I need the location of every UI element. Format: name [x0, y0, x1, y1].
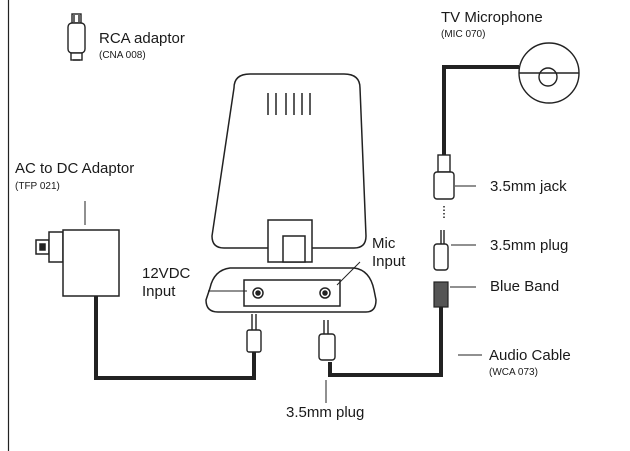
jack-35mm-icon	[433, 154, 455, 200]
blue-band-label: Blue Band	[490, 278, 560, 295]
receiver-unit	[205, 73, 377, 313]
mic-input-label-line2: Input	[372, 253, 406, 270]
tv-microphone-label: TV Microphone	[441, 9, 543, 26]
dc-plug-icon	[246, 314, 262, 353]
jack-35mm-label: 3.5mm jack	[490, 178, 567, 195]
rca-adaptor-label: RCA adaptor	[99, 30, 185, 47]
power-cable	[94, 296, 256, 380]
mic-input-label-line1: Mic	[372, 235, 396, 252]
dc-input-label-line2: Input	[142, 283, 176, 300]
audio-cable	[328, 307, 443, 377]
plug-35mm-bottom-label: 3.5mm plug	[286, 404, 365, 421]
ac-dc-adaptor-label: AC to DC Adaptor	[15, 160, 135, 177]
microphone-cable	[442, 65, 519, 155]
plug-35mm-bottom-icon	[318, 320, 336, 361]
audio-cable-label: Audio Cable	[489, 347, 571, 364]
mic-input-pointer	[336, 261, 361, 286]
dc-input-label-line1: 12VDC	[142, 265, 191, 282]
plug-35mm-right-label: 3.5mm plug	[490, 237, 569, 254]
blue-band-marker	[433, 281, 449, 308]
audio-cable-code: (WCA 073)	[489, 367, 538, 378]
antenna-panel	[211, 73, 367, 249]
tv-microphone-icon	[518, 42, 580, 104]
plug-35mm-right-icon	[433, 230, 449, 271]
rca-adaptor-icon	[67, 13, 86, 61]
rca-adaptor-code: (CNA 008)	[99, 50, 146, 61]
ac-dc-adaptor-code: (TFP 021)	[15, 181, 60, 192]
tv-microphone-code: (MIC 070)	[441, 29, 486, 40]
ac-dc-adaptor-icon	[35, 229, 120, 297]
